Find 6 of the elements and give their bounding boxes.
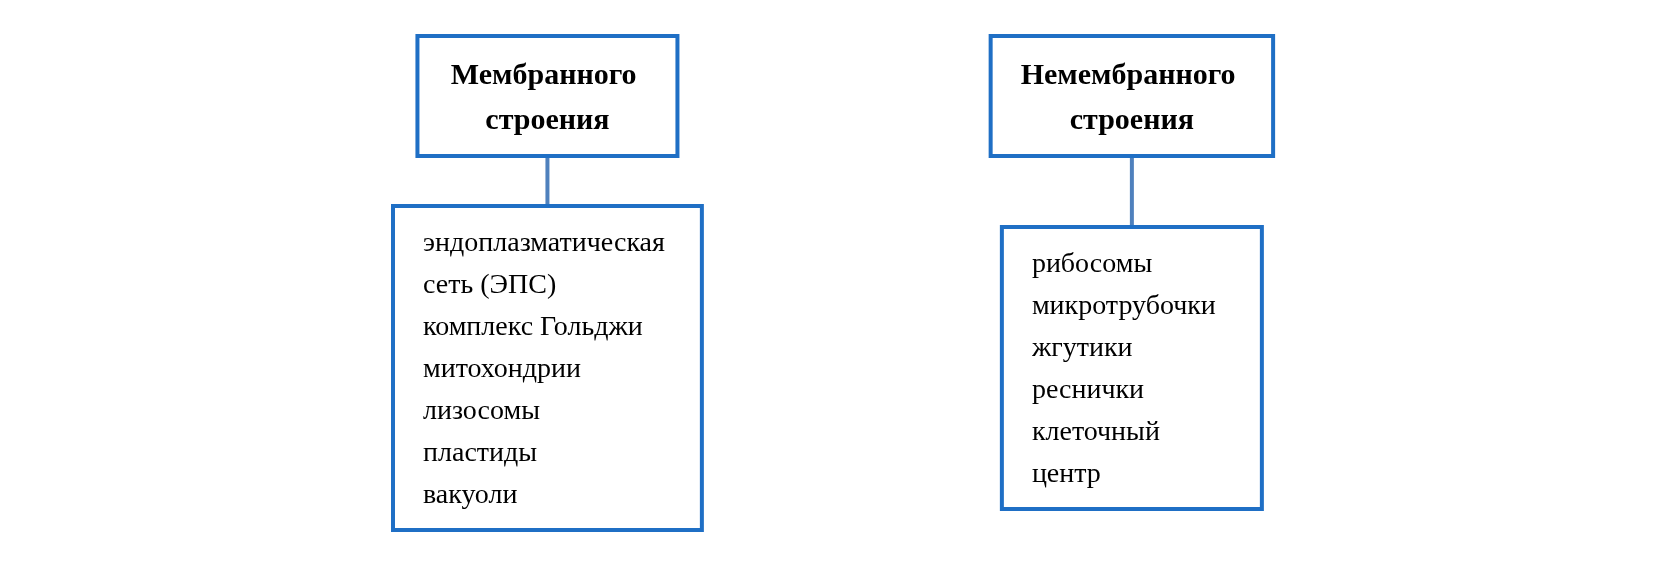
node-box: рибосомы микротрубочки жгутики реснички клеточный центр (999, 225, 1264, 511)
node-box: эндоплазматическая сеть (ЭПС) комплекс Гольджи митохондрии лизосомы пластиды вакуоли (390, 204, 704, 532)
connector (545, 156, 550, 206)
connector (1129, 156, 1134, 227)
node-box: Мембранного строения (415, 34, 680, 158)
node-box: Немембранного строения (988, 34, 1276, 158)
